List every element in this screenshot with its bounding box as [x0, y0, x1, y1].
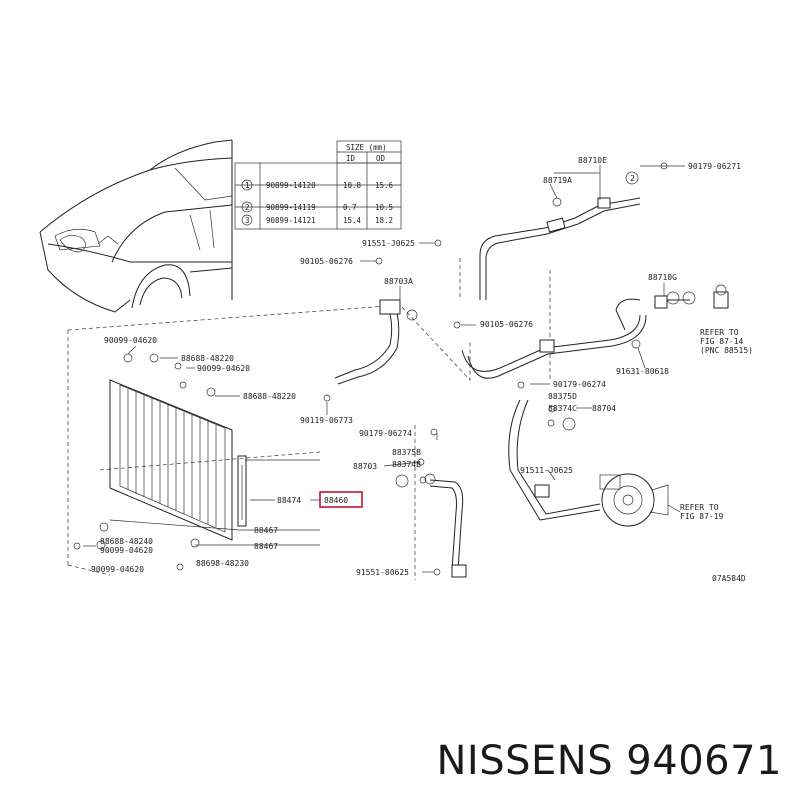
label-88704: 88704	[592, 404, 616, 413]
label-90099-04620-d: 90099-04620	[91, 565, 144, 574]
label-88375D: 88375D	[548, 392, 577, 401]
row3-id: 15.4	[343, 216, 362, 225]
label-88375B: 88375B	[392, 448, 421, 457]
label-fig-87-14: FIG 87-14	[700, 337, 744, 346]
car-sketch	[39, 139, 233, 313]
product-caption: NISSENS 940671	[436, 738, 782, 784]
callout-circles	[395, 171, 696, 488]
label-88719A: 88719A	[543, 176, 572, 185]
label-90099-04620-c: 90099-04620	[100, 546, 153, 555]
label-90099-04620-b: 90099-04620	[197, 364, 250, 373]
size-header: SIZE (mm)	[346, 143, 387, 152]
label-90179-06274-a: 90179-06274	[553, 380, 606, 389]
label-91511-J0625: 91511-J0625	[520, 466, 573, 475]
label-88688-48220-a: 88688-48220	[181, 354, 234, 363]
label-88374C: 88374C	[548, 404, 577, 413]
row3-part: 90899-14121	[266, 216, 316, 225]
label-91551-80625: 91551-80625	[356, 568, 409, 577]
label-88703A: 88703A	[384, 277, 413, 286]
label-88467-a: 88467	[254, 526, 278, 535]
row2-od: 10.5	[375, 203, 393, 212]
row1-number: 1	[245, 181, 250, 190]
label-88460: 88460	[324, 496, 348, 505]
row3-od: 18.2	[375, 216, 393, 225]
label-88710G: 88710G	[648, 273, 677, 282]
highlight-box-88460	[319, 491, 363, 508]
label-91551-J0625: 91551-J0625	[362, 239, 415, 248]
label-88374B: 88374B	[392, 460, 421, 469]
bolts	[73, 162, 668, 576]
size-table: SIZE (mm) ID OD 1 90899-14120 10.8 15.6 …	[234, 140, 402, 230]
condenser	[109, 379, 247, 541]
row2-id: 0.7	[343, 203, 357, 212]
label-90105-06276-a: 90105-06276	[300, 257, 353, 266]
label-88688-48220-b: 88688-48220	[243, 392, 296, 401]
label-88474: 88474	[277, 496, 301, 505]
label-90119-06773: 90119-06773	[300, 416, 353, 425]
row1-part: 90899-14120	[266, 181, 316, 190]
leader-lines	[83, 165, 685, 573]
label-refer-to-2: REFER TO	[680, 503, 719, 512]
label-88698-48230: 88698-48230	[196, 559, 249, 568]
row2-part: 90899-14119	[266, 203, 316, 212]
od-header: OD	[376, 154, 386, 163]
label-90099-04620-a: 90099-04620	[104, 336, 157, 345]
label-88467-b: 88467	[254, 542, 278, 551]
row1-od: 15.6	[375, 181, 394, 190]
label-88710E: 88710E	[578, 156, 607, 165]
row1-number-circle	[241, 179, 253, 191]
row2-number-circle	[241, 201, 253, 213]
row1-id: 10.8	[343, 181, 362, 190]
id-header: ID	[346, 154, 356, 163]
label-callout-2: 2	[630, 174, 635, 183]
label-91631-80618: 91631-80618	[616, 367, 669, 376]
row2-number: 2	[245, 203, 250, 212]
assembly-dash-lines	[67, 258, 551, 580]
label-refer-to-1: REFER TO	[700, 328, 739, 337]
part-labels: 88710E 90179-06271 88719A 2 91551-J0625 …	[91, 156, 753, 583]
label-88688-48240: 88688-48240	[100, 537, 153, 546]
label-88703: 88703	[353, 462, 377, 471]
receiver-tank	[237, 455, 247, 527]
ac-pipes	[334, 197, 729, 578]
label-pnc: (PNC 88515)	[700, 346, 753, 355]
label-fig-87-19: FIG 87-19	[680, 512, 724, 521]
row3-number: 3	[245, 216, 250, 225]
label-90179-06271: 90179-06271	[688, 162, 741, 171]
label-90105-06276-b: 90105-06276	[480, 320, 533, 329]
compressor	[599, 473, 669, 527]
label-diagram-code: 07A584D	[712, 574, 746, 583]
fitting-88703A	[379, 299, 401, 315]
row3-number-circle	[241, 214, 253, 226]
label-90179-06274-b: 90179-06274	[359, 429, 412, 438]
